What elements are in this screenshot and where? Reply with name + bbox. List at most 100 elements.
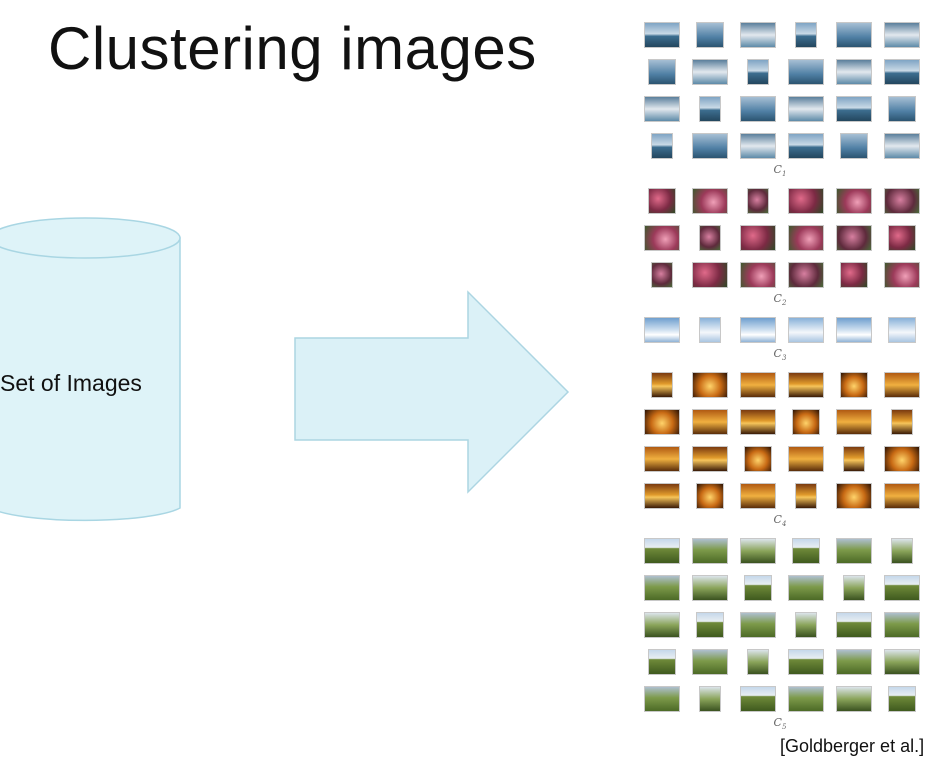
image-thumbnail xyxy=(699,96,721,122)
image-thumbnail xyxy=(888,317,916,343)
thumbnail-row xyxy=(640,59,920,85)
image-thumbnail xyxy=(888,686,916,712)
thumbnail-row xyxy=(640,483,920,509)
image-thumbnail xyxy=(884,59,920,85)
image-thumbnail xyxy=(840,262,868,288)
image-thumbnail xyxy=(740,96,776,122)
image-thumbnail xyxy=(884,575,920,601)
image-thumbnail xyxy=(836,538,872,564)
image-thumbnail xyxy=(884,372,920,398)
cluster-label: C1 xyxy=(773,163,787,179)
image-thumbnail xyxy=(792,538,820,564)
thumbnail-row xyxy=(640,575,920,601)
image-thumbnail xyxy=(696,612,724,638)
thumbnail-row xyxy=(640,612,920,638)
thumbnail-row xyxy=(640,538,920,564)
image-thumbnail xyxy=(891,538,913,564)
cylinder-top xyxy=(0,217,181,259)
cluster-label: C3 xyxy=(773,347,787,363)
image-thumbnail xyxy=(644,96,680,122)
thumbnail-row xyxy=(640,22,920,48)
image-thumbnail xyxy=(747,188,769,214)
image-thumbnail xyxy=(843,446,865,472)
image-thumbnail xyxy=(692,372,728,398)
thumbnail-row xyxy=(640,96,920,122)
image-thumbnail xyxy=(644,538,680,564)
slide-title: Clustering images xyxy=(48,15,537,82)
image-thumbnail xyxy=(740,538,776,564)
image-thumbnail xyxy=(740,409,776,435)
image-thumbnail xyxy=(795,22,817,48)
image-thumbnail xyxy=(836,188,872,214)
image-thumbnail xyxy=(740,612,776,638)
image-thumbnail xyxy=(884,262,920,288)
image-thumbnail xyxy=(840,133,868,159)
image-thumbnail xyxy=(692,575,728,601)
thumbnail-row xyxy=(640,225,920,251)
image-thumbnail xyxy=(884,612,920,638)
image-thumbnail xyxy=(747,649,769,675)
image-thumbnail xyxy=(644,225,680,251)
image-thumbnail xyxy=(836,686,872,712)
image-thumbnail xyxy=(884,188,920,214)
image-thumbnail xyxy=(788,446,824,472)
image-thumbnail xyxy=(788,262,824,288)
image-thumbnail xyxy=(836,96,872,122)
image-thumbnail xyxy=(788,575,824,601)
image-thumbnail xyxy=(891,409,913,435)
image-thumbnail xyxy=(692,538,728,564)
image-thumbnail xyxy=(740,686,776,712)
image-database-cylinder xyxy=(0,217,181,522)
image-thumbnail xyxy=(699,225,721,251)
thumbnail-row xyxy=(640,188,920,214)
image-thumbnail xyxy=(644,22,680,48)
image-thumbnail xyxy=(884,446,920,472)
thumbnail-row xyxy=(640,446,920,472)
image-thumbnail xyxy=(692,409,728,435)
image-thumbnail xyxy=(644,686,680,712)
image-thumbnail xyxy=(788,96,824,122)
image-thumbnail xyxy=(884,483,920,509)
image-thumbnail xyxy=(740,22,776,48)
image-thumbnail xyxy=(788,188,824,214)
image-thumbnail xyxy=(651,372,673,398)
image-thumbnail xyxy=(740,372,776,398)
image-thumbnail xyxy=(788,686,824,712)
thumbnail-row xyxy=(640,409,920,435)
image-thumbnail xyxy=(795,483,817,509)
cluster-arrow xyxy=(294,290,570,494)
image-thumbnail xyxy=(696,22,724,48)
image-thumbnail xyxy=(648,59,676,85)
image-thumbnail xyxy=(644,483,680,509)
thumbnail-row xyxy=(640,133,920,159)
image-thumbnail xyxy=(740,317,776,343)
image-thumbnail xyxy=(692,59,728,85)
image-thumbnail xyxy=(644,575,680,601)
image-thumbnail xyxy=(699,686,721,712)
image-thumbnail xyxy=(744,575,772,601)
thumbnail-row xyxy=(640,262,920,288)
cluster-label: C4 xyxy=(773,513,787,529)
image-thumbnail xyxy=(651,133,673,159)
image-thumbnail xyxy=(692,262,728,288)
image-thumbnail xyxy=(888,96,916,122)
image-thumbnail xyxy=(692,188,728,214)
image-thumbnail xyxy=(836,649,872,675)
thumbnail-row xyxy=(640,649,920,675)
image-thumbnail xyxy=(696,483,724,509)
thumbnail-row xyxy=(640,317,920,343)
image-thumbnail xyxy=(644,409,680,435)
image-thumbnail xyxy=(747,59,769,85)
image-thumbnail xyxy=(836,317,872,343)
image-thumbnail xyxy=(840,372,868,398)
image-thumbnail xyxy=(692,446,728,472)
image-thumbnail xyxy=(884,133,920,159)
image-thumbnail xyxy=(644,446,680,472)
image-thumbnail xyxy=(888,225,916,251)
citation: [Goldberger et al.] xyxy=(780,736,925,756)
image-thumbnail xyxy=(843,575,865,601)
image-thumbnail xyxy=(884,649,920,675)
image-thumbnail xyxy=(884,22,920,48)
image-thumbnail xyxy=(740,483,776,509)
